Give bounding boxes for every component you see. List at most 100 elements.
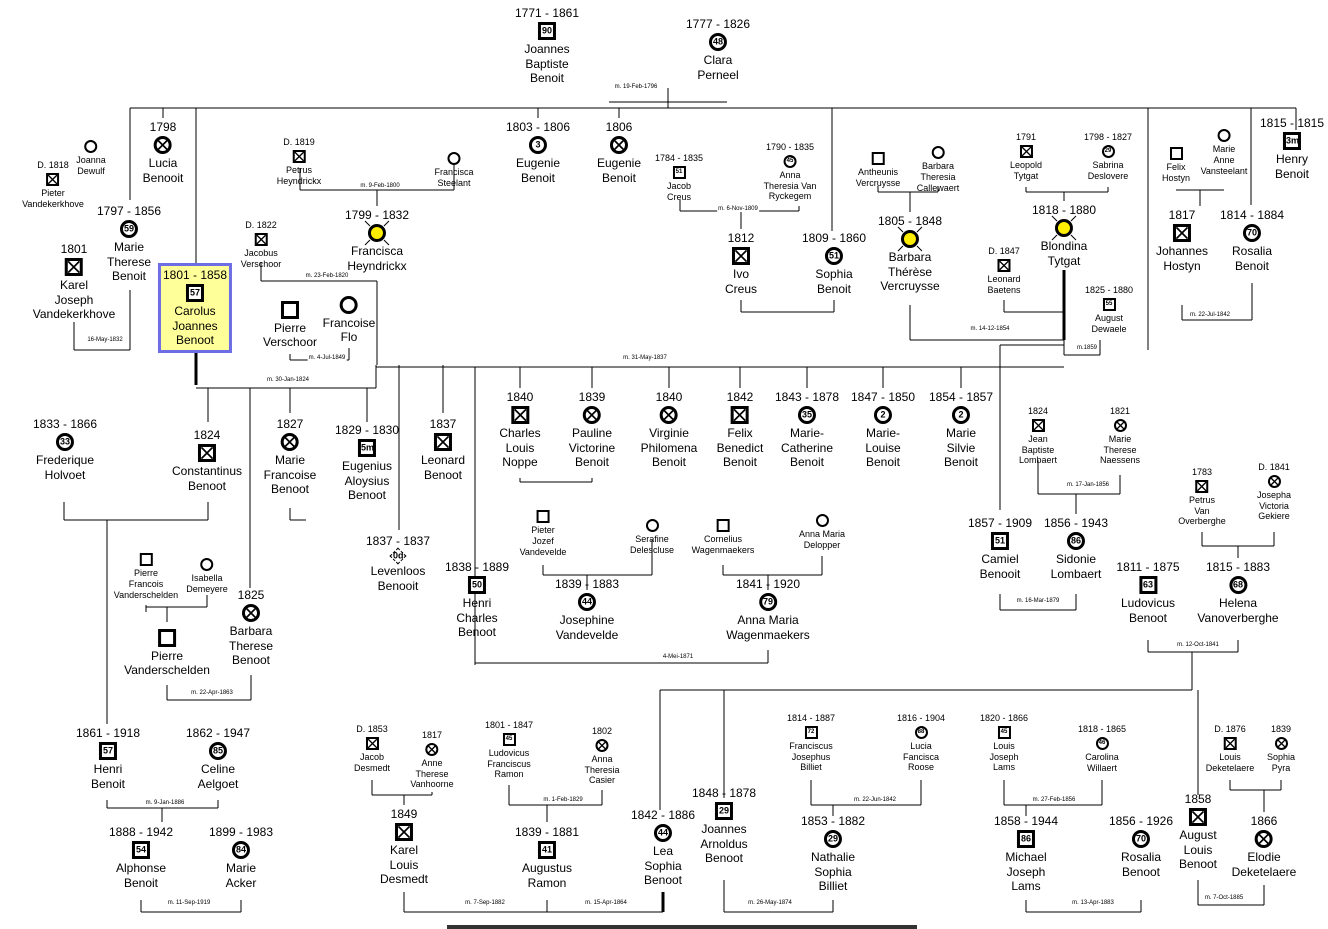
person-node-barbara-tc[interactable]: Barbara Theresia Callewaert	[917, 144, 959, 193]
person-age: 45	[1000, 729, 1008, 736]
person-dates: 1797 - 1856	[96, 204, 162, 218]
person-dates: 1839 - 1881	[514, 825, 580, 839]
person-node-joanna-d[interactable]: Joanna Dewulf	[76, 138, 106, 177]
person-node-cornelius[interactable]: Cornelius Wagenmaekers	[692, 517, 754, 556]
person-node-pieter-jv[interactable]: Pieter Jozef Vandevelde	[519, 508, 567, 557]
male-symbol-icon: 3m	[1283, 132, 1301, 151]
person-node-anna-md[interactable]: Anna Maria Delopper	[799, 512, 845, 551]
person-node-marie-av[interactable]: Marie Anne Vansteelant	[1201, 127, 1247, 176]
person-node-isabella[interactable]: Isabella Demeyere	[186, 556, 228, 595]
female-symbol-icon	[364, 221, 390, 246]
person-node-pierre-v[interactable]: Pierre Verschoor	[263, 299, 317, 350]
horizontal-scrollbar[interactable]	[447, 925, 917, 929]
person-name: Anna Maria Wagenmaekers	[726, 613, 810, 642]
person-name: Pieter Jozef Vandevelde	[519, 525, 567, 557]
person-node-antheunis[interactable]: Antheunis Vercruysse	[856, 150, 900, 189]
female-symbol-icon: 29	[824, 830, 842, 849]
person-node-francoise-f[interactable]: Francoise Flo	[323, 294, 375, 345]
person-node-pierre-fv[interactable]: Pierre Francois Vanderschelden	[114, 551, 178, 600]
person-age: 3m	[1286, 135, 1300, 146]
person-node-francisca-s[interactable]: Francisca Steelant	[434, 150, 474, 189]
person-node-felix-h[interactable]: Felix Hostyn	[1162, 145, 1190, 184]
person-age: 0d	[393, 550, 404, 561]
person-node-serafine[interactable]: Serafine Delescluse	[630, 517, 674, 556]
male-symbol-icon	[197, 444, 216, 463]
person-node-pierre-vd[interactable]: Pierre Vanderschelden	[124, 627, 210, 678]
